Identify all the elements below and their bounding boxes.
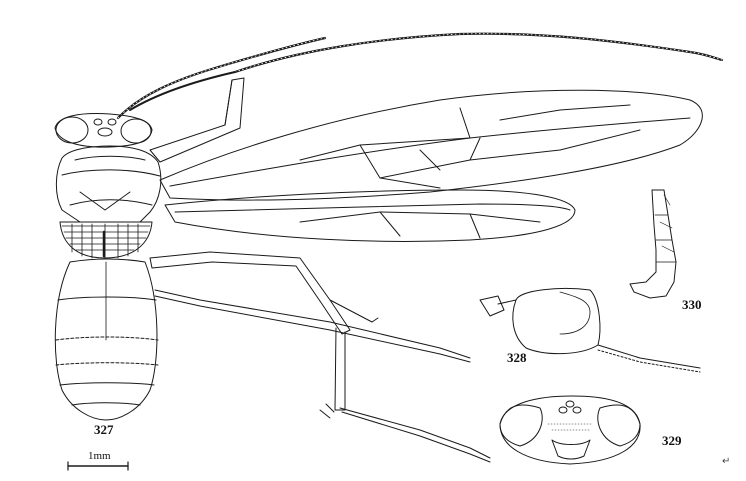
head-frontal-drawing: [500, 396, 640, 464]
scale-bar: [68, 462, 128, 470]
label-329: 329: [662, 433, 682, 448]
label-328: 328: [507, 350, 527, 365]
tarsus-detail-drawing: [630, 190, 676, 298]
mesosoma: [56, 146, 160, 258]
metasoma: [55, 259, 158, 420]
label-330: 330: [682, 297, 702, 312]
scale-bar-label: 1mm: [88, 450, 111, 462]
antennae: [118, 34, 722, 118]
forewing: [160, 90, 702, 200]
hindwing: [165, 190, 575, 241]
return-mark-icon: ↵: [722, 456, 731, 467]
label-327: 327: [94, 422, 114, 437]
fore-leg: [150, 78, 244, 162]
head-dorsal: [55, 114, 152, 148]
hind-legs: [150, 252, 490, 462]
head-lateral-drawing: [480, 288, 700, 372]
